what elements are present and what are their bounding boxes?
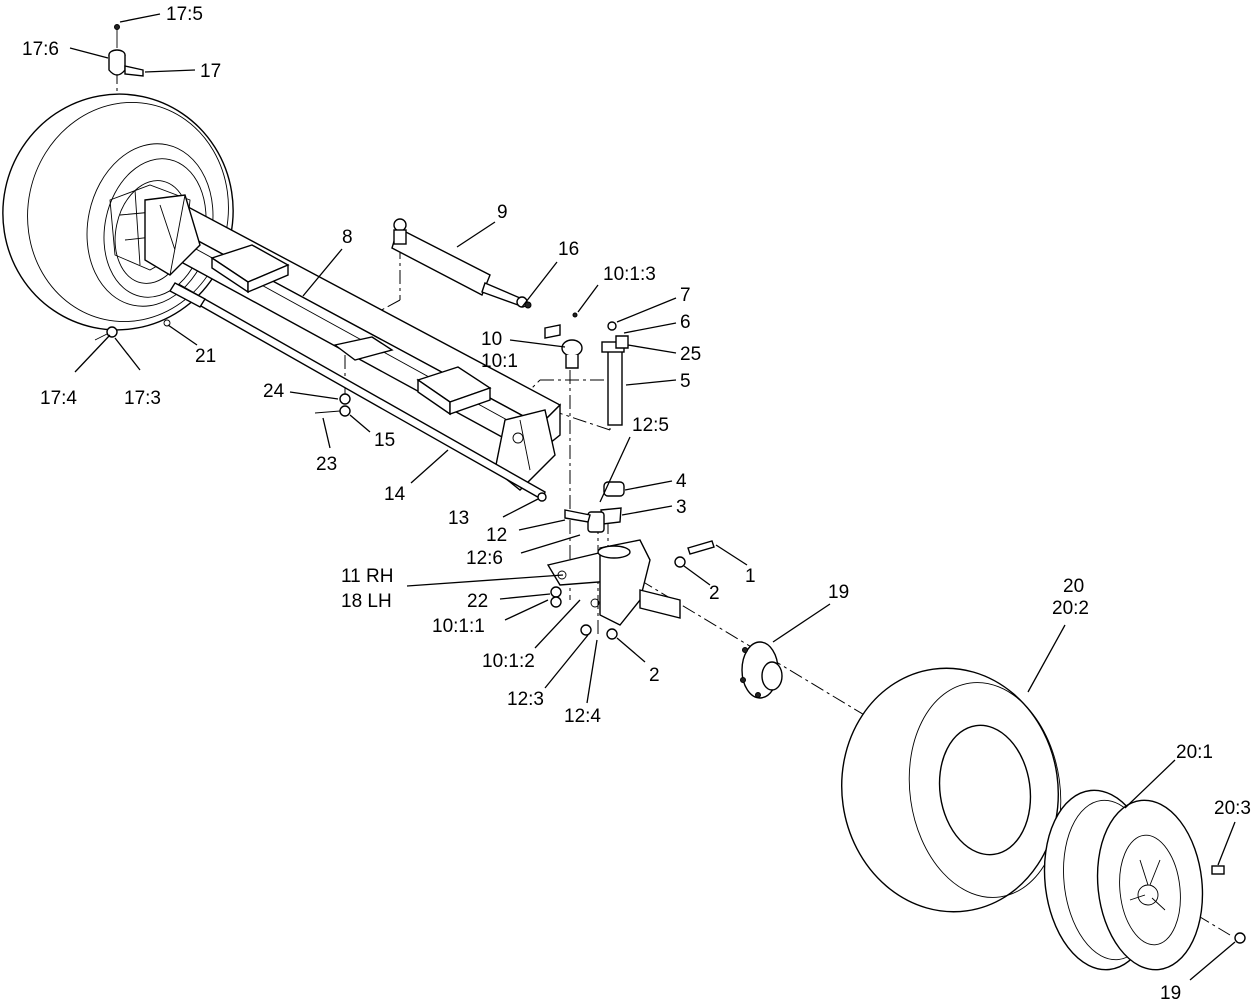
callout-17-5: 17:5 xyxy=(166,4,203,25)
callout-10-1: 10:1 xyxy=(481,351,518,372)
callout-25: 25 xyxy=(680,344,701,365)
callout-16: 16 xyxy=(558,239,579,260)
callout-12-3: 12:3 xyxy=(507,689,544,710)
callout-18-lh: 18 LH xyxy=(341,591,392,612)
callout-5: 5 xyxy=(680,371,691,392)
callout-23: 23 xyxy=(316,454,337,475)
ball-joint-10 xyxy=(544,312,583,369)
callout-8: 8 xyxy=(342,227,353,248)
callout-19-hub: 19 xyxy=(828,582,849,603)
callout-2-lower: 2 xyxy=(649,665,660,686)
wheel-hub-19 xyxy=(740,641,783,699)
callout-6: 6 xyxy=(680,312,691,333)
callout-12-6: 12:6 xyxy=(466,548,503,569)
callout-20: 20 xyxy=(1063,576,1084,597)
steering-cylinder-9 xyxy=(391,218,528,308)
callout-17-4: 17:4 xyxy=(40,388,77,409)
hardware xyxy=(94,301,715,640)
tie-rod-end-17 xyxy=(108,24,144,77)
callout-10-1-2: 10:1:2 xyxy=(482,651,535,672)
callout-17: 17 xyxy=(200,61,221,82)
callout-13: 13 xyxy=(448,508,469,529)
callout-20-3: 20:3 xyxy=(1214,798,1251,819)
right-tire-20 xyxy=(841,667,1062,913)
callout-1: 1 xyxy=(745,566,756,587)
callout-12-5: 12:5 xyxy=(632,415,669,436)
callout-7: 7 xyxy=(680,285,691,306)
callout-12: 12 xyxy=(486,525,507,546)
callout-10-1-3: 10:1:3 xyxy=(603,264,656,285)
callout-3: 3 xyxy=(676,497,687,518)
callout-labels: 17:5 17:6 17 9 8 16 10:1:3 7 6 25 5 10 1… xyxy=(22,4,1251,1004)
callout-17-3: 17:3 xyxy=(124,388,161,409)
callout-22: 22 xyxy=(467,591,488,612)
callout-20-1: 20:1 xyxy=(1176,742,1213,763)
bushings-3-4 xyxy=(587,481,625,533)
callout-17-6: 17:6 xyxy=(22,39,59,60)
callout-12-4: 12:4 xyxy=(564,706,601,727)
callout-10: 10 xyxy=(481,329,502,350)
callout-4: 4 xyxy=(676,471,687,492)
callout-9: 9 xyxy=(497,202,508,223)
callout-11-rh: 11 RH xyxy=(341,566,393,587)
callout-2-upper: 2 xyxy=(709,583,720,604)
wheel-rim-20-1 xyxy=(1043,789,1246,971)
callout-21: 21 xyxy=(195,346,216,367)
king-pin-5 xyxy=(601,321,629,426)
leader-lines xyxy=(69,13,1236,981)
callout-20-2: 20:2 xyxy=(1052,598,1089,619)
front-axle-beam-8 xyxy=(144,194,562,491)
assembly-centerlines xyxy=(116,70,1231,936)
callout-10-1-1: 10:1:1 xyxy=(432,616,485,637)
callout-14: 14 xyxy=(384,484,406,505)
callout-19-nut: 19 xyxy=(1160,983,1181,1004)
callout-15: 15 xyxy=(374,430,395,451)
callout-24: 24 xyxy=(263,381,285,402)
